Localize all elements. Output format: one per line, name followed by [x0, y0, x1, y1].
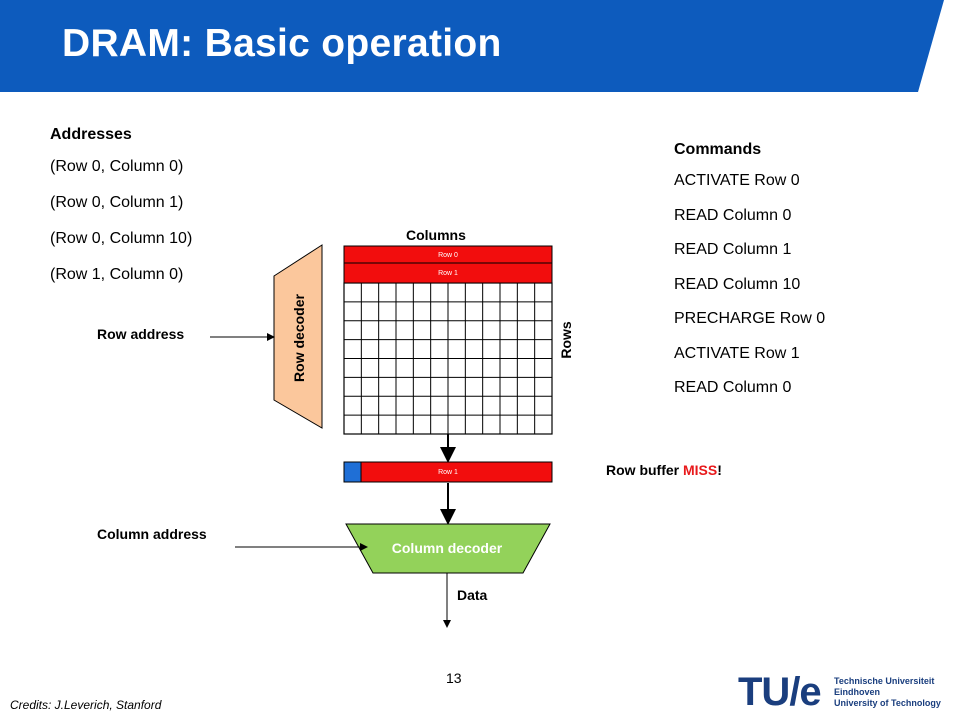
array-row-0-label: Row 0	[438, 252, 458, 259]
command-item: READ Column 0	[674, 206, 792, 224]
tue-logo-text: Technische Universiteit Eindhoven Univer…	[834, 676, 941, 709]
command-item: PRECHARGE Row 0	[674, 310, 826, 327]
header-shape	[0, 0, 944, 92]
command-item: ACTIVATE Row 1	[674, 344, 800, 362]
row-decoder-label: Row decoder	[291, 293, 307, 381]
column-decoder-label: Column decoder	[392, 540, 503, 556]
commands-heading: Commands	[674, 141, 762, 158]
memory-array-grid	[343, 282, 553, 435]
rows-label: Rows	[558, 321, 574, 359]
logo-line-2: Eindhoven	[834, 687, 881, 697]
row-address-label: Row address	[97, 326, 185, 342]
tue-logo-mark: TU/e	[738, 670, 822, 714]
address-item: (Row 0, Column 0)	[50, 158, 184, 175]
logo-line-3: University of Technology	[834, 698, 941, 708]
column-decoder-shape	[345, 523, 551, 574]
columns-label: Columns	[406, 227, 466, 243]
address-item: (Row 1, Column 0)	[50, 266, 184, 283]
tue-logo: TU/e Technische Universiteit Eindhoven U…	[738, 670, 952, 714]
header-bar: DRAM: Basic operation	[0, 0, 960, 92]
command-item: READ Column 1	[674, 241, 792, 258]
row-buffer-label: Row 1	[438, 469, 458, 476]
row-buffer-status: Row buffer MISS!	[606, 462, 722, 478]
commands-list: Commands ACTIVATE Row 0 READ Column 0 RE…	[674, 136, 825, 406]
row-buffer-status-result: MISS	[683, 462, 718, 478]
logo-line-1: Technische Universiteit	[834, 676, 935, 686]
slide-title: DRAM: Basic operation	[62, 22, 502, 65]
data-label: Data	[457, 587, 488, 603]
command-item: READ Column 0	[674, 379, 792, 396]
row-buffer-selected-cell	[343, 461, 362, 483]
command-item: READ Column 10	[674, 275, 801, 293]
address-item: (Row 0, Column 10)	[50, 230, 193, 247]
array-row-1	[343, 262, 553, 284]
row-decoder-shape	[273, 244, 323, 429]
row-buffer-status-suffix: !	[717, 462, 722, 478]
addresses-list: Addresses (Row 0, Column 0) (Row 0, Colu…	[50, 121, 192, 293]
address-item: (Row 0, Column 1)	[50, 194, 184, 211]
row-buffer-status-prefix: Row buffer	[606, 462, 680, 478]
page-number: 13	[446, 670, 462, 686]
column-address-label: Column address	[97, 526, 207, 542]
credits: Credits: J.Leverich, Stanford	[10, 698, 162, 712]
array-row-1-label: Row 1	[438, 270, 458, 277]
command-item: ACTIVATE Row 0	[674, 172, 800, 189]
addresses-heading: Addresses	[50, 126, 132, 143]
